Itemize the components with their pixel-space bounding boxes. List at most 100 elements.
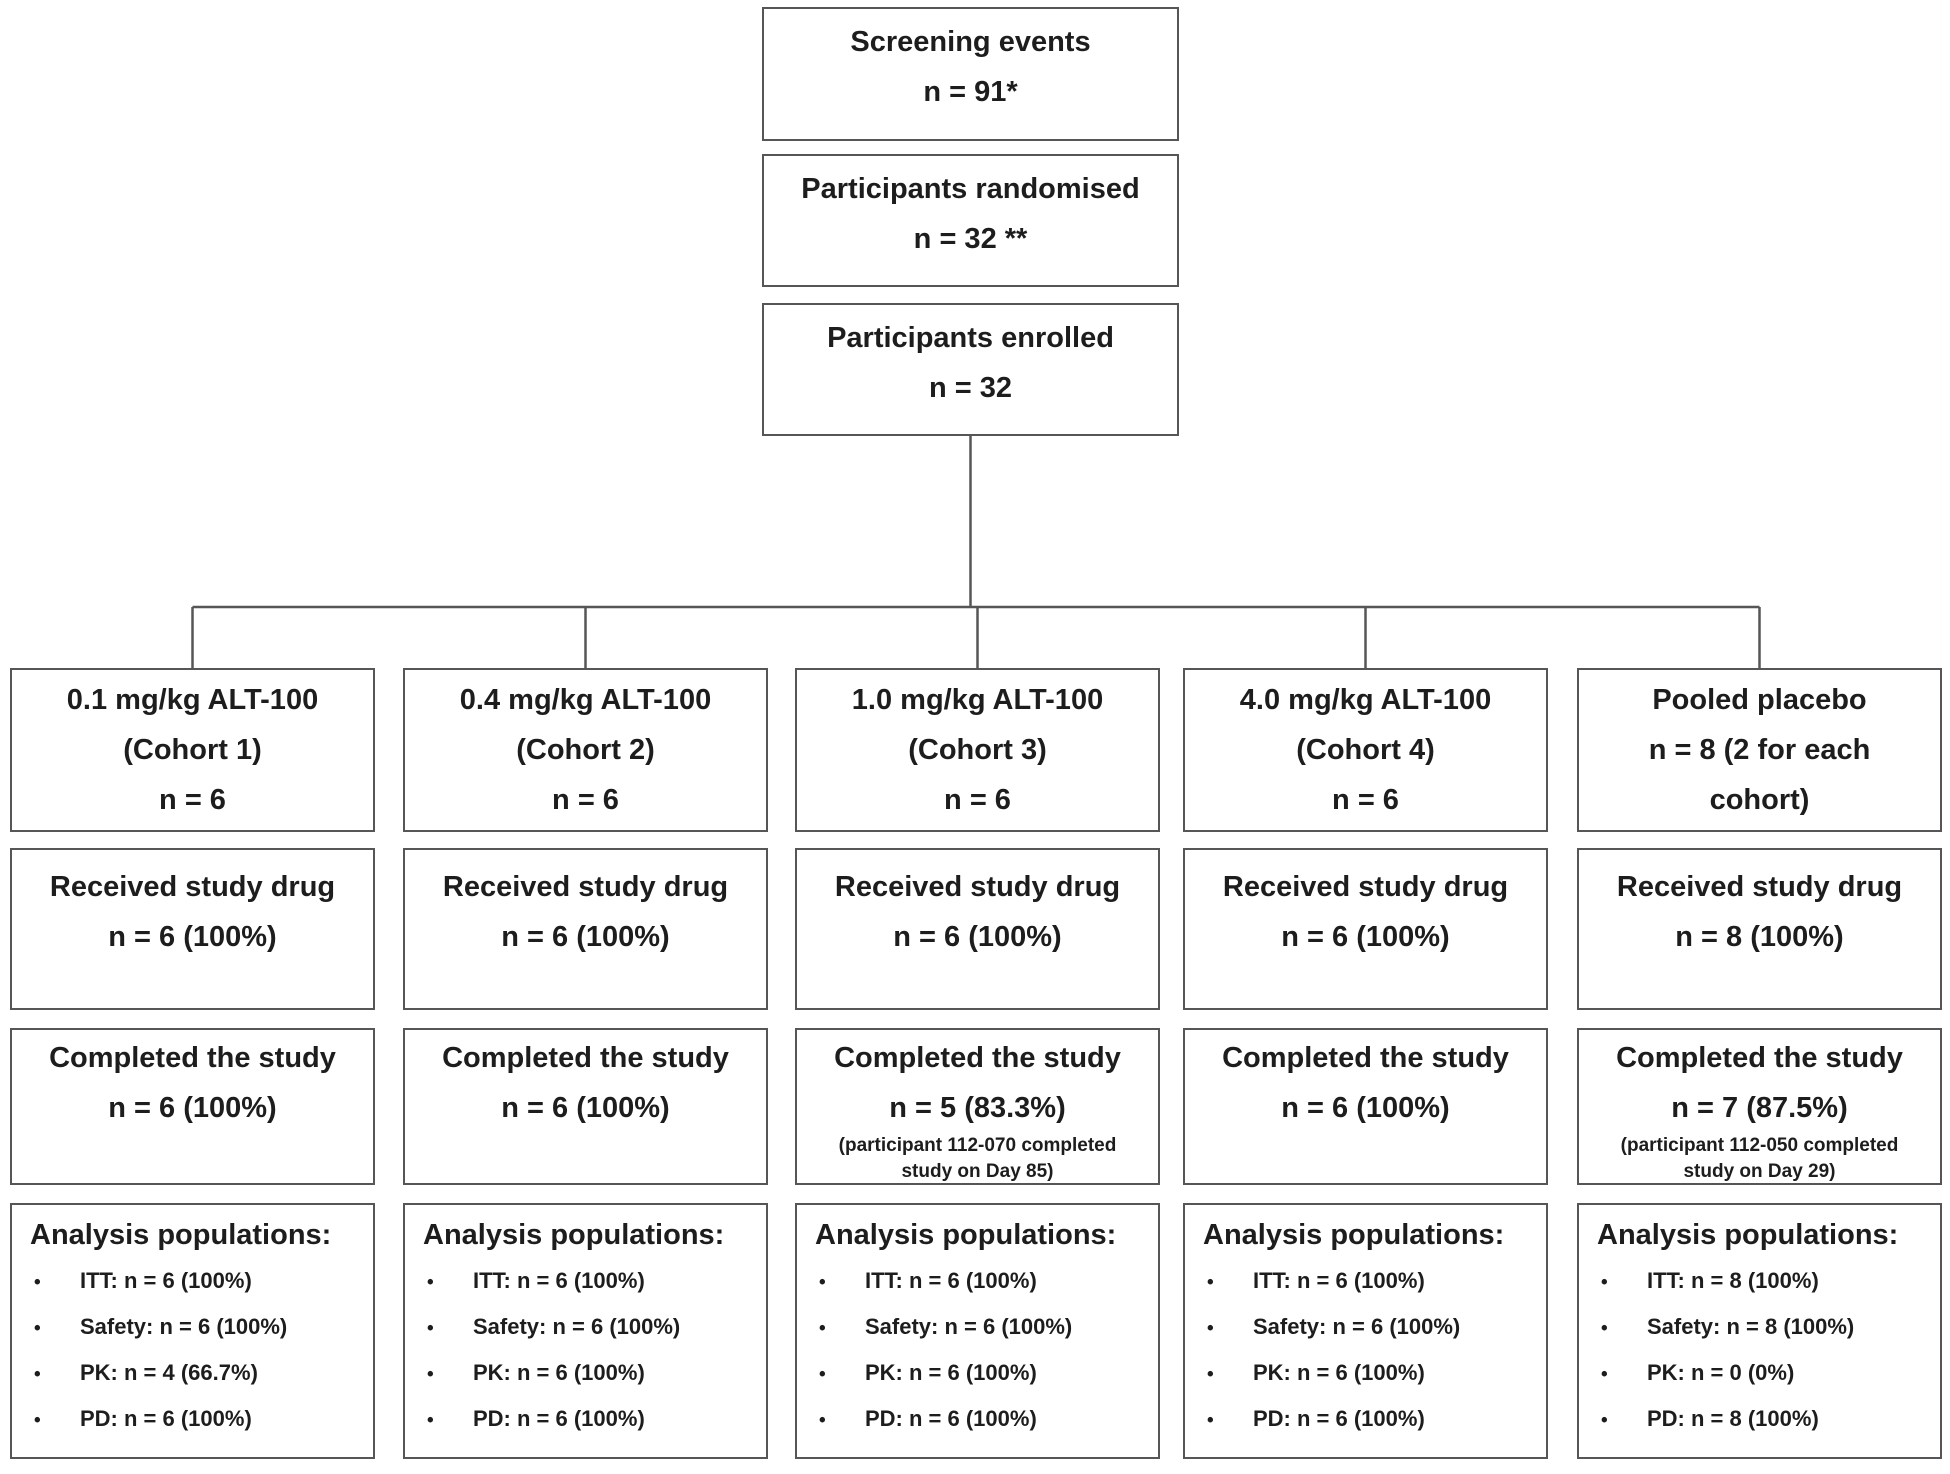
box-completed-cohort-4: Completed the study n = 6 (100%) (1183, 1028, 1548, 1185)
bullet-icon: • (1601, 1318, 1608, 1339)
analysis-title: Analysis populations: (1203, 1219, 1505, 1251)
completed-note-line: (participant 112-050 completed (1620, 1135, 1899, 1156)
box-text-line: n = 91* (923, 76, 1018, 108)
analysis-item-text: ITT: n = 6 (100%) (1253, 1268, 1425, 1293)
box-completed-cohort-1: Completed the study n = 6 (100%) (10, 1028, 375, 1185)
bullet-icon: • (427, 1272, 434, 1293)
box-received-cohort-4: Received study drug n = 6 (100%) (1183, 848, 1548, 1010)
box-text-line: Participants enrolled (827, 322, 1114, 354)
completed-note-line: study on Day 29) (1683, 1161, 1836, 1182)
box-text-line: Participants randomised (801, 173, 1140, 205)
analysis-item-text: PD: n = 6 (100%) (865, 1406, 1037, 1431)
box-text-line: n = 6 (100%) (501, 1092, 670, 1124)
box-text-line: n = 32 (928, 372, 1013, 404)
box-text-line: Completed the study (442, 1042, 729, 1074)
box-completed-cohort-3: Completed the study n = 5 (83.3%) (parti… (795, 1028, 1160, 1185)
bullet-icon: • (819, 1318, 826, 1339)
box-received-pooled-placebo: Received study drug n = 8 (100%) (1577, 848, 1942, 1010)
box-text-line: n = 6 (1332, 784, 1399, 816)
analysis-item-text: PD: n = 6 (100%) (473, 1406, 645, 1431)
box-analysis-cohort-1: Analysis populations: • ITT: n = 6 (100%… (10, 1203, 375, 1459)
completed-note-line: study on Day 85) (901, 1161, 1054, 1182)
box-text-line: n = 8 (2 for each (1648, 734, 1871, 766)
box-text-line: Pooled placebo (1652, 684, 1867, 716)
box-text-line: n = 32 ** (913, 223, 1028, 255)
box-analysis-cohort-3: Analysis populations: • ITT: n = 6 (100%… (795, 1203, 1160, 1459)
box-text-line: Received study drug (442, 871, 729, 903)
analysis-title: Analysis populations: (815, 1219, 1117, 1251)
box-cohort-1-label: 0.1 mg/kg ALT-100 (Cohort 1) n = 6 (10, 668, 375, 832)
analysis-item: • PD: n = 6 (100%) (24, 1397, 365, 1443)
bullet-icon: • (819, 1364, 826, 1385)
bullet-icon: • (1601, 1410, 1608, 1431)
bullet-icon: • (427, 1318, 434, 1339)
analysis-item: • Safety: n = 6 (100%) (809, 1305, 1150, 1351)
box-participants-randomised: Participants randomised n = 32 ** (762, 154, 1179, 287)
analysis-item-text: PK: n = 6 (100%) (473, 1360, 645, 1385)
box-text-line: Received study drug (1222, 871, 1509, 903)
analysis-item: • PK: n = 4 (66.7%) (24, 1351, 365, 1397)
analysis-item: • Safety: n = 8 (100%) (1591, 1305, 1932, 1351)
box-screening-events: Screening events n = 91* (762, 7, 1179, 141)
analysis-item: • PK: n = 6 (100%) (1197, 1351, 1538, 1397)
box-received-cohort-3: Received study drug n = 6 (100%) (795, 848, 1160, 1010)
analysis-item-text: ITT: n = 6 (100%) (865, 1268, 1037, 1293)
box-text-line: n = 6 (100%) (1281, 1092, 1450, 1124)
box-completed-pooled-placebo: Completed the study n = 7 (87.5%) (parti… (1577, 1028, 1942, 1185)
bullet-icon: • (34, 1272, 41, 1293)
box-text-line: 0.4 mg/kg ALT-100 (459, 684, 712, 716)
analysis-item-text: ITT: n = 8 (100%) (1647, 1268, 1819, 1293)
box-text-line: Received study drug (49, 871, 336, 903)
bullet-icon: • (1207, 1318, 1214, 1339)
analysis-item-text: Safety: n = 6 (100%) (80, 1314, 288, 1339)
box-pooled-placebo-label: Pooled placebo n = 8 (2 for each cohort) (1577, 668, 1942, 832)
box-cohort-3-label: 1.0 mg/kg ALT-100 (Cohort 3) n = 6 (795, 668, 1160, 832)
bullet-icon: • (1601, 1272, 1608, 1293)
analysis-item: • ITT: n = 6 (100%) (1197, 1259, 1538, 1305)
analysis-item-text: PK: n = 6 (100%) (1253, 1360, 1425, 1385)
analysis-item-text: PD: n = 6 (100%) (1253, 1406, 1425, 1431)
bullet-icon: • (427, 1364, 434, 1385)
bullet-icon: • (819, 1410, 826, 1431)
analysis-title: Analysis populations: (1597, 1219, 1899, 1251)
completed-note-line: (participant 112-070 completed (838, 1135, 1117, 1156)
analysis-item: • PD: n = 6 (100%) (809, 1397, 1150, 1443)
bullet-icon: • (1207, 1272, 1214, 1293)
box-participants-enrolled: Participants enrolled n = 32 (762, 303, 1179, 436)
analysis-item-text: PD: n = 8 (100%) (1647, 1406, 1819, 1431)
box-text-line: Completed the study (834, 1042, 1121, 1074)
box-text-line: 0.1 mg/kg ALT-100 (66, 684, 319, 716)
bullet-icon: • (1601, 1364, 1608, 1385)
analysis-item: • PD: n = 8 (100%) (1591, 1397, 1932, 1443)
box-text-line: Completed the study (49, 1042, 336, 1074)
box-text-line: 1.0 mg/kg ALT-100 (851, 684, 1104, 716)
box-text-line: n = 6 (100%) (501, 921, 670, 953)
analysis-item: • PD: n = 6 (100%) (417, 1397, 758, 1443)
analysis-title: Analysis populations: (423, 1219, 725, 1251)
box-text-line: (Cohort 3) (908, 734, 1047, 766)
box-text-line: (Cohort 1) (123, 734, 262, 766)
analysis-item-text: Safety: n = 6 (100%) (473, 1314, 681, 1339)
box-text-line: n = 6 (944, 784, 1011, 816)
box-text-line: Received study drug (834, 871, 1121, 903)
analysis-item: • PD: n = 6 (100%) (1197, 1397, 1538, 1443)
box-analysis-pooled-placebo: Analysis populations: • ITT: n = 8 (100%… (1577, 1203, 1942, 1459)
box-cohort-2-label: 0.4 mg/kg ALT-100 (Cohort 2) n = 6 (403, 668, 768, 832)
bullet-icon: • (1207, 1410, 1214, 1431)
analysis-title: Analysis populations: (30, 1219, 332, 1251)
box-text-line: (Cohort 4) (1296, 734, 1435, 766)
analysis-item-text: ITT: n = 6 (100%) (473, 1268, 645, 1293)
bullet-icon: • (34, 1318, 41, 1339)
box-text-line: Screening events (850, 26, 1091, 58)
box-text-line: 4.0 mg/kg ALT-100 (1239, 684, 1492, 716)
analysis-item-text: PK: n = 4 (66.7%) (80, 1360, 258, 1385)
analysis-item: • Safety: n = 6 (100%) (24, 1305, 365, 1351)
box-text-line: n = 5 (83.3%) (889, 1092, 1066, 1124)
box-analysis-cohort-2: Analysis populations: • ITT: n = 6 (100%… (403, 1203, 768, 1459)
analysis-item-text: PD: n = 6 (100%) (80, 1406, 252, 1431)
box-text-line: n = 6 (100%) (108, 1092, 277, 1124)
box-text-line: n = 6 (100%) (1281, 921, 1450, 953)
box-text-line: n = 6 (159, 784, 226, 816)
analysis-item-text: Safety: n = 8 (100%) (1647, 1314, 1855, 1339)
box-completed-cohort-2: Completed the study n = 6 (100%) (403, 1028, 768, 1185)
